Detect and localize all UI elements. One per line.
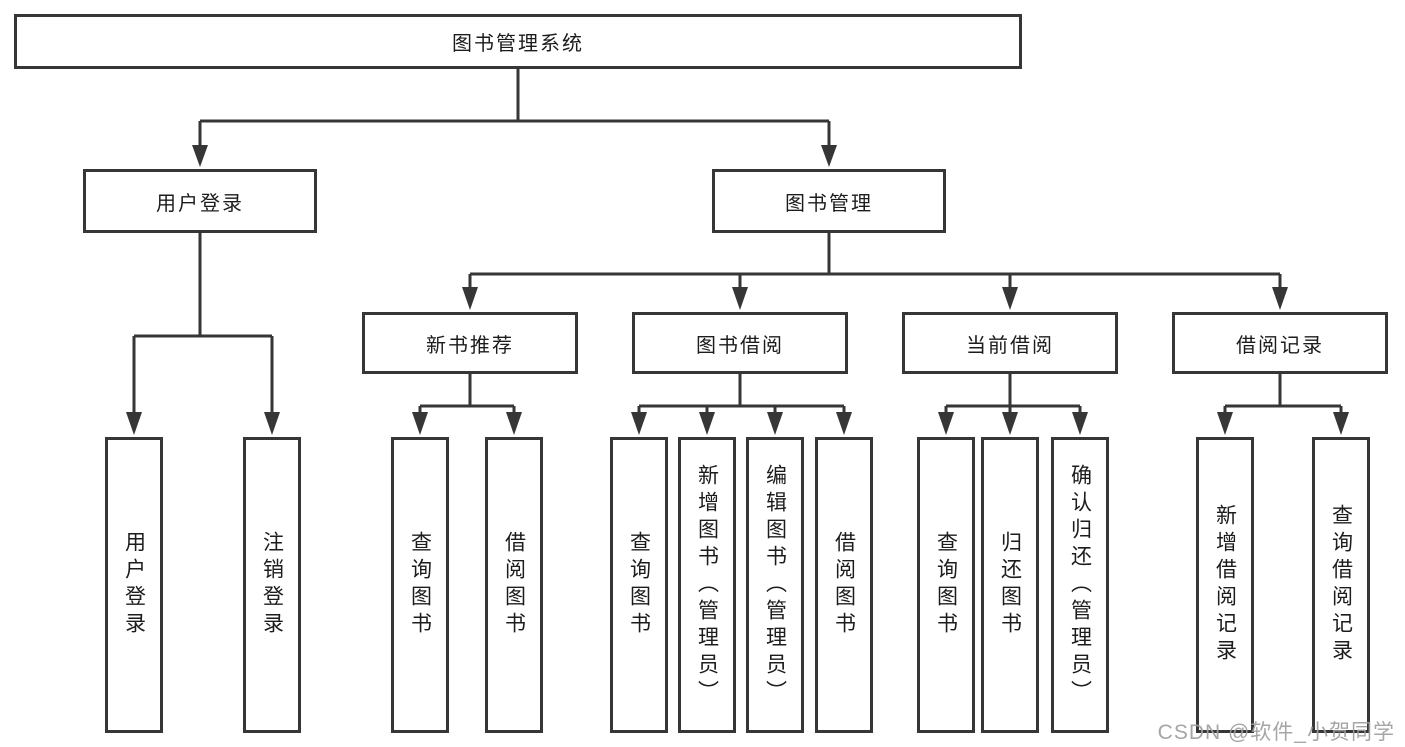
node-label: 查询图书 <box>408 531 432 639</box>
leaf-query-books-recommend: 查询图书 <box>391 437 449 733</box>
node-user-login: 用户登录 <box>83 169 317 233</box>
node-label: 查询借阅记录 <box>1329 504 1353 666</box>
arrow-down-icon <box>1072 412 1088 435</box>
arrow-down-icon <box>767 412 783 435</box>
node-label: 新书推荐 <box>426 334 514 357</box>
node-label: 当前借阅 <box>966 334 1054 357</box>
node-label: 借阅记录 <box>1236 334 1324 357</box>
node-label: 编辑图书（管理员） <box>763 463 787 707</box>
arrow-down-icon <box>1333 412 1349 435</box>
arrow-down-icon <box>192 145 208 167</box>
leaf-borrow-books-recommend: 借阅图书 <box>485 437 543 733</box>
arrow-down-icon <box>836 412 852 435</box>
leaf-return-book: 归还图书 <box>981 437 1039 733</box>
node-borrowing-records: 借阅记录 <box>1172 312 1388 374</box>
node-label: 确认归还（管理员） <box>1068 463 1092 707</box>
leaf-query-books-current: 查询图书 <box>917 437 975 733</box>
branch-book-borrowing-arrowheads <box>631 412 852 435</box>
node-current-borrowing: 当前借阅 <box>902 312 1118 374</box>
arrow-down-icon <box>1002 287 1018 310</box>
branch-current-borrowing-arrowheads <box>938 412 1088 435</box>
leaf-edit-book-admin: 编辑图书（管理员） <box>746 437 804 733</box>
node-new-book-recommendation: 新书推荐 <box>362 312 578 374</box>
node-label: 借阅图书 <box>832 531 856 639</box>
arrow-down-icon <box>1217 412 1233 435</box>
leaf-query-books-borrowing: 查询图书 <box>610 437 668 733</box>
node-label: 新增图书（管理员） <box>695 463 719 707</box>
leaf-borrow-books-borrowing: 借阅图书 <box>815 437 873 733</box>
arrow-down-icon <box>126 412 142 435</box>
arrow-down-icon <box>821 145 837 167</box>
node-label: 查询图书 <box>934 531 958 639</box>
node-book-borrowing: 图书借阅 <box>632 312 848 374</box>
arrow-down-icon <box>264 412 280 435</box>
arrow-down-icon <box>699 412 715 435</box>
node-library-management-system: 图书管理系统 <box>14 14 1022 69</box>
branch-root-arrowheads <box>192 145 837 167</box>
leaf-logout: 注销登录 <box>243 437 301 733</box>
branch-book-management <box>468 231 1282 289</box>
node-label: 图书管理系统 <box>452 33 584 55</box>
arrow-down-icon <box>631 412 647 435</box>
node-label: 用户登录 <box>156 192 244 215</box>
node-label: 图书借阅 <box>696 334 784 357</box>
arrow-down-icon <box>1002 412 1018 435</box>
watermark: CSDN @软件_小贺同学 <box>1157 721 1395 744</box>
branch-user-login-arrowheads <box>126 412 280 435</box>
arrow-down-icon <box>506 412 522 435</box>
arrow-down-icon <box>732 287 748 310</box>
branch-book-borrowing <box>637 372 846 414</box>
branch-user-login <box>132 231 274 414</box>
node-label: 归还图书 <box>998 531 1022 639</box>
branch-current-borrowing <box>944 372 1082 414</box>
leaf-add-book-admin: 新增图书（管理员） <box>678 437 736 733</box>
node-book-management: 图书管理 <box>712 169 946 233</box>
node-label: 用户登录 <box>122 531 146 639</box>
branch-borrowing-records-arrowheads <box>1217 412 1349 435</box>
branch-book-management-arrowheads <box>462 287 1288 310</box>
arrow-down-icon <box>462 287 478 310</box>
leaf-query-borrow-record: 查询借阅记录 <box>1312 437 1370 733</box>
arrow-down-icon <box>938 412 954 435</box>
leaf-confirm-return-admin: 确认归还（管理员） <box>1051 437 1109 733</box>
arrow-down-icon <box>412 412 428 435</box>
leaf-add-borrow-record: 新增借阅记录 <box>1196 437 1254 733</box>
node-label: 图书管理 <box>785 192 873 215</box>
branch-root <box>198 66 831 146</box>
leaf-user-login: 用户登录 <box>105 437 163 733</box>
node-label: 新增借阅记录 <box>1213 504 1237 666</box>
node-label: 借阅图书 <box>502 531 526 639</box>
arrow-down-icon <box>1272 287 1288 310</box>
branch-borrowing-records <box>1223 372 1343 414</box>
node-label: 查询图书 <box>627 531 651 639</box>
branch-new-book-recommendation-arrowheads <box>412 412 522 435</box>
node-label: 注销登录 <box>260 531 284 639</box>
branch-new-book-recommendation <box>418 372 516 414</box>
